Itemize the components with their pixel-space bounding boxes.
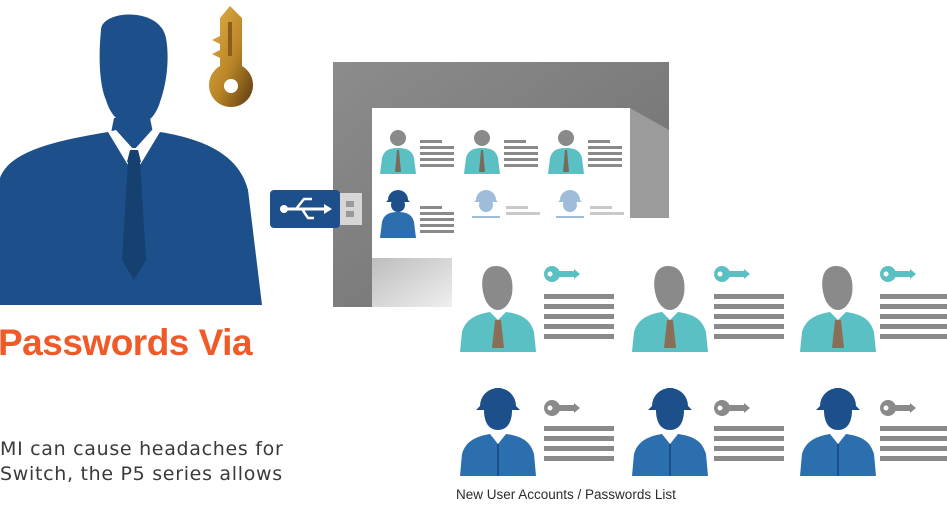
- list-lines: [880, 426, 947, 461]
- screen-office-user: [464, 130, 538, 174]
- screen-office-user: [548, 130, 622, 174]
- office-user-icon: [632, 266, 708, 352]
- user-accounts-list: [460, 266, 947, 476]
- office-user-icon: [460, 266, 536, 352]
- list-lines: [714, 294, 784, 339]
- screen-worker-user: [556, 190, 624, 218]
- teal-key-icon: [714, 266, 750, 282]
- list-lines: [714, 426, 784, 461]
- screen-user-list: [380, 130, 624, 238]
- hardhat-worker-icon: [632, 388, 708, 476]
- list-lines: [544, 426, 614, 461]
- list-lines: [544, 294, 614, 339]
- body-paragraph: MI can cause headaches for Switch, the P…: [0, 437, 345, 487]
- gray-key-icon: [544, 400, 580, 416]
- businessman-silhouette-icon: [0, 14, 262, 305]
- usb-icon: [270, 190, 362, 228]
- screen-office-user: [380, 130, 454, 174]
- screen-worker-user: [380, 190, 454, 238]
- list-lines: [880, 294, 947, 339]
- section-heading: Passwords Via: [0, 322, 253, 363]
- hardhat-worker-icon: [800, 388, 876, 476]
- gold-key-icon: [208, 6, 253, 108]
- teal-key-icon: [880, 266, 916, 282]
- teal-key-icon: [544, 266, 580, 282]
- body-line: Switch, the P5 series allows: [0, 463, 283, 485]
- diagram-caption: New User Accounts / Passwords List: [456, 487, 676, 502]
- hardhat-worker-icon: [460, 388, 536, 476]
- screen-worker-user: [472, 190, 540, 218]
- gray-key-icon: [880, 400, 916, 416]
- body-line: MI can cause headaches for: [0, 438, 284, 460]
- office-user-icon: [800, 266, 876, 352]
- gray-key-icon: [714, 400, 750, 416]
